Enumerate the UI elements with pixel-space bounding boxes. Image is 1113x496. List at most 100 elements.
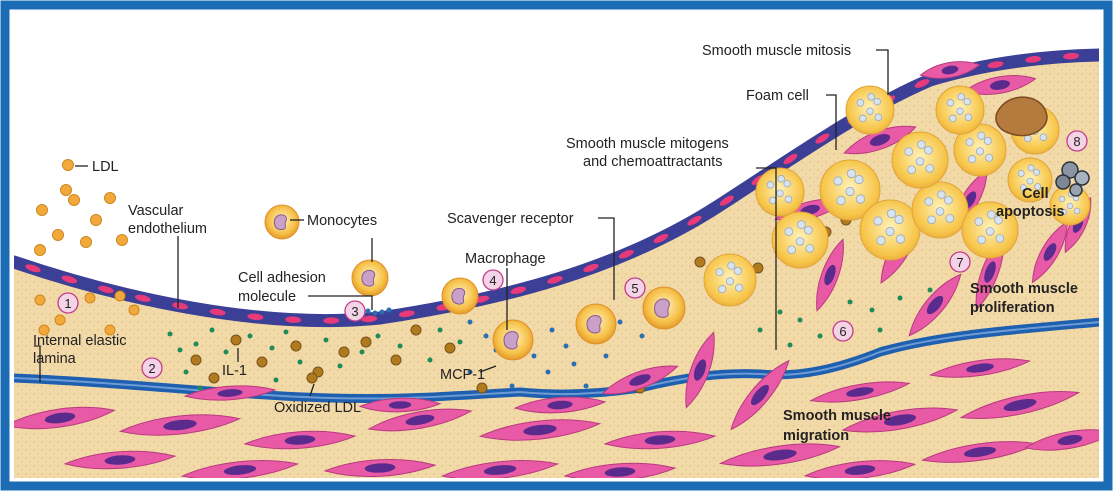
oxidized-ldl-particle	[361, 337, 371, 347]
oxidized-ldl-particle	[339, 347, 349, 357]
chemokine-green-dot	[778, 310, 783, 315]
label-sm-mitogens-line1: Smooth muscle mitogens	[566, 136, 729, 152]
step-marker-5: 5	[625, 278, 645, 298]
label-cell-adhesion-line2: molecule	[238, 289, 296, 305]
label-sm-migration-line2: migration	[783, 428, 849, 444]
oxidized-ldl-particle	[477, 383, 487, 393]
chemokine-blue-dot	[584, 384, 589, 389]
chemokine-green-dot	[248, 334, 253, 339]
chemokine-green-dot	[818, 334, 823, 339]
step-marker-4: 4	[483, 270, 503, 290]
ldl-particle	[35, 245, 46, 256]
monocyte	[352, 260, 388, 296]
label-cell-apoptosis-line1: Cell	[1022, 186, 1049, 202]
label-internal-elastic-line1: Internal elastic	[33, 333, 127, 349]
label-foam-cell: Foam cell	[746, 88, 809, 104]
chemokine-blue-dot	[564, 344, 569, 349]
chemokine-blue-dot	[532, 354, 537, 359]
step-marker-7: 7	[950, 252, 970, 272]
svg-text:7: 7	[956, 255, 963, 270]
chemokine-green-dot	[458, 340, 463, 345]
chemokine-green-dot	[270, 346, 275, 351]
chemokine-green-dot	[878, 328, 883, 333]
foam-cell	[912, 182, 968, 238]
macrophage	[643, 287, 685, 329]
oxidized-ldl-particle	[695, 257, 705, 267]
label-il1: IL-1	[222, 363, 247, 379]
oxidized-ldl-particle	[191, 355, 201, 365]
foam-cell	[860, 200, 920, 260]
step-marker-8: 8	[1067, 131, 1087, 151]
intima-ldl-particle	[55, 315, 65, 325]
chemokine-green-dot	[178, 348, 183, 353]
intima-ldl-particle	[115, 291, 125, 301]
oxidized-ldl-particle	[209, 373, 219, 383]
step-marker-2: 2	[142, 358, 162, 378]
chemokine-green-dot	[870, 308, 875, 313]
oxidized-ldl-particle	[445, 343, 455, 353]
label-sm-mitosis: Smooth muscle mitosis	[702, 43, 851, 59]
label-sm-proliferation-line2: proliferation	[970, 300, 1055, 316]
label-cell-apoptosis-line2: apoptosis	[996, 204, 1064, 220]
label-vascular-endothelium-line1: Vascular	[128, 203, 184, 219]
ldl-particle	[81, 237, 92, 248]
ldl-particle	[69, 195, 80, 206]
oxidized-ldl-particle	[291, 341, 301, 351]
chemokine-green-dot	[758, 328, 763, 333]
chemokine-green-dot	[438, 328, 443, 333]
label-vascular-endothelium-line2: endothelium	[128, 221, 207, 237]
ldl-particle	[53, 230, 64, 241]
chemokine-green-dot	[184, 370, 189, 375]
chemokine-blue-dot	[510, 384, 515, 389]
chemokine-blue-dot	[640, 334, 645, 339]
chemokine-blue-dot	[546, 370, 551, 375]
intima-ldl-particle	[129, 305, 139, 315]
step-marker-1: 1	[58, 293, 78, 313]
ldl-particle	[61, 185, 72, 196]
label-sm-proliferation-line1: Smooth muscle	[970, 281, 1078, 297]
ldl-particle	[117, 235, 128, 246]
chemokine-green-dot	[428, 358, 433, 363]
foam-cell	[756, 168, 804, 216]
foam-cell	[936, 86, 984, 134]
svg-text:8: 8	[1073, 134, 1080, 149]
chemokine-green-dot	[898, 296, 903, 301]
oxidized-ldl-particle	[411, 325, 421, 335]
foam-cell	[772, 212, 828, 268]
chemokine-green-dot	[210, 328, 215, 333]
monocyte	[265, 205, 299, 239]
chemokine-green-dot	[798, 318, 803, 323]
oxidized-ldl-particle	[307, 373, 317, 383]
label-cell-adhesion-line1: Cell adhesion	[238, 270, 326, 286]
svg-text:5: 5	[631, 281, 638, 296]
intima-ldl-particle	[85, 293, 95, 303]
label-sm-migration-line1: Smooth muscle	[783, 408, 891, 424]
step-marker-3: 3	[345, 301, 365, 321]
svg-text:4: 4	[489, 273, 496, 288]
intima-ldl-particle	[35, 295, 45, 305]
macrophage	[576, 304, 616, 344]
chemokine-blue-dot	[468, 320, 473, 325]
chemokine-blue-dot	[484, 334, 489, 339]
chemokine-blue-dot	[618, 320, 623, 325]
macrophage	[442, 278, 478, 314]
svg-text:2: 2	[148, 361, 155, 376]
chemokine-green-dot	[298, 360, 303, 365]
label-monocytes: Monocytes	[307, 213, 377, 229]
macrophage	[493, 320, 533, 360]
svg-text:1: 1	[64, 296, 71, 311]
chemokine-green-dot	[338, 364, 343, 369]
chemokine-blue-dot	[604, 354, 609, 359]
ldl-particle	[91, 215, 102, 226]
chemokine-green-dot	[168, 332, 173, 337]
chemokine-green-dot	[324, 338, 329, 343]
svg-text:6: 6	[839, 324, 846, 339]
foam-cell	[892, 132, 948, 188]
chemokine-green-dot	[224, 350, 229, 355]
foam-cell	[846, 86, 894, 134]
chemokine-green-dot	[284, 330, 289, 335]
svg-text:3: 3	[351, 304, 358, 319]
foam-cell	[704, 254, 756, 306]
